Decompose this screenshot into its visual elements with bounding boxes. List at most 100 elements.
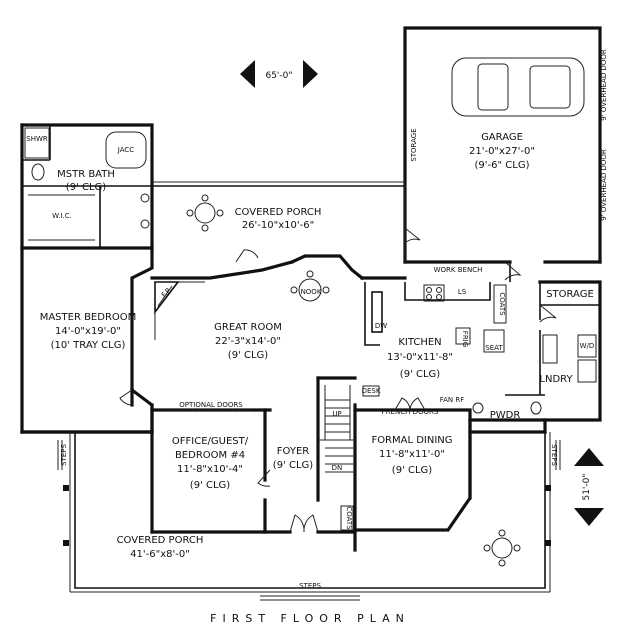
garage-size: 21'-0"x27'-0" [469,146,535,157]
master-bedroom-name: MASTER BEDROOM [40,312,137,323]
overall-depth-label: 51'-0" [582,473,592,500]
sink [140,193,150,203]
garage-ceiling: (9'-6" CLG) [475,160,530,171]
great-room-size: 22'-3"x14'-0" [215,336,281,347]
foyer-name: FOYER [277,446,310,457]
garage-walls [403,26,602,264]
pwdr-toilet [530,401,542,415]
sink [140,219,150,229]
great-room-north-wall [150,260,294,280]
fan-rf-note: FAN RF [440,396,465,404]
steps-left-note: STEPS [60,444,68,466]
shower-note: SHWR [26,135,48,143]
foyer-coats-note: COATS [345,506,353,530]
foyer-coats [340,505,354,531]
powder-name: PWDR [490,410,521,421]
laundry-coats [542,334,558,364]
porch-table-front [483,529,521,567]
stairs [318,385,355,473]
jacuzzi-note: JACC [117,146,134,154]
arrow-right-icon [303,60,318,88]
ls-note: LS [458,288,467,296]
laundry-walls [468,280,602,422]
storage-vertical-note: STORAGE [410,128,418,161]
great-room-ceiling: (9' CLG) [228,350,268,361]
nook-table [290,270,330,302]
desk [362,385,380,397]
plan-notes: STORAGE WORK BENCH F.P. OPTIONAL DOORS F… [26,49,608,590]
stair-up-note: UP [332,410,341,418]
porch-door [235,249,259,263]
nook-bay [289,254,365,281]
front-steps [260,591,360,601]
rear-porch-size: 26'-10"x10'-6" [242,220,314,231]
dw-note: DW [375,322,387,330]
master-bedroom-ceiling: (10' TRAY CLG) [51,340,126,351]
porch-post [63,540,69,546]
great-room-name: GREAT ROOM [214,322,282,333]
kitchen-coats [493,284,507,324]
jacuzzi-tub [105,131,147,169]
office-size: 11'-8"x10'-4" [177,464,243,475]
wd-note: W/D [580,342,595,350]
master-bedroom-size: 14'-0"x19'-0" [55,326,121,337]
bedroom-porch-door [119,389,133,406]
office-name-1: OFFICE/GUEST/ [172,436,249,447]
arrow-down-icon [574,508,604,526]
fridge [455,327,471,345]
walls [20,26,602,552]
room-labels: GARAGE 21'-0"x27'-0" (9'-6" CLG) COVERED… [40,132,594,560]
office-door [257,469,271,487]
arrow-up-icon [574,448,604,466]
kitchen-counters [364,282,507,353]
steps-right-note: STEPS [550,444,558,466]
office-ceiling: (9' CLG) [190,480,230,491]
french-doors-note: FRENCH DOORS [382,408,439,416]
steps-front-note: STEPS [299,582,321,590]
front-door-left [289,514,305,533]
formal-dining-size: 11'-8"x11'-0" [379,449,445,460]
plan-title: FIRST FLOOR PLAN [210,612,410,625]
kitchen-size: 13'-0"x11'-8" [387,352,453,363]
overall-width-label: 65'-0" [265,71,292,81]
pwdr-sink [472,402,484,414]
porch-post [545,485,551,491]
kitchen-name: KITCHEN [398,337,441,348]
doors [119,227,557,533]
range [423,284,445,302]
formal-dining-ceiling: (9' CLG) [392,465,432,476]
formal-dining-name: FORMAL DINING [371,435,452,446]
optional-doors-note: OPTIONAL DOORS [179,401,243,409]
porch-table-rear [186,194,224,232]
seat-note: SEAT [485,344,503,352]
rear-porch-name: COVERED PORCH [235,207,322,218]
front-porch-outline [74,432,546,589]
porch-post [545,540,551,546]
laundry-name: LNDRY [539,374,573,385]
garage-entry-door [404,227,421,244]
office-name-2: BEDROOM #4 [175,450,245,461]
dryer [577,359,597,383]
garage-door-1-note: 9' OVERHEAD DOOR [600,49,608,121]
car [451,57,585,117]
bedroom-east-wall [130,246,154,434]
width-dimension: 65'-0" [240,60,318,88]
fireplace [154,281,205,340]
nook-name: NOOK [301,288,322,296]
master-bath-ceiling: (9' CLG) [66,182,106,193]
kitchen-door [504,261,522,281]
work-bench-note: WORK BENCH [434,266,483,274]
kitchen-ceiling: (9' CLG) [400,369,440,380]
french-door-right [409,397,426,411]
washer [577,334,597,358]
depth-dimension: 51'-0" [574,448,604,526]
side-steps-right [555,440,561,470]
garage-door-2-note: 9' OVERHEAD DOOR [600,149,608,221]
porches [57,181,561,601]
frig-note: FRIG [461,331,469,347]
kitchen-island [371,291,383,333]
master-bath-name: MSTR BATH [57,169,115,180]
foyer-ceiling: (9' CLG) [273,460,313,471]
storage-name: STORAGE [546,289,594,300]
